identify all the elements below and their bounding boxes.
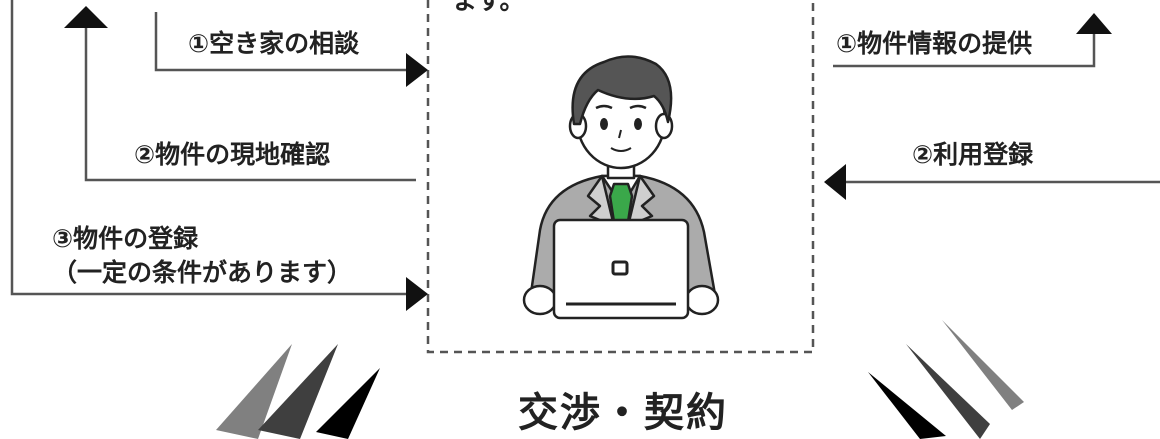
mouth <box>610 147 632 152</box>
info-up-arrow-head <box>1076 13 1112 34</box>
person-illustration <box>522 55 720 320</box>
left-outer-line <box>10 0 410 296</box>
flow-label-info: ①物件情報の提供 <box>836 29 1033 58</box>
brow-left <box>595 104 613 110</box>
consult-arrow-head <box>406 53 428 87</box>
flow-label-register: ③物件の登録 <box>52 224 199 253</box>
flow-label-register-note: （一定の条件があります） <box>52 258 353 287</box>
triangle-right-light <box>942 320 1024 410</box>
triangle-left-dark <box>316 368 380 439</box>
triangles-left <box>216 344 380 439</box>
triangle-right-dark <box>868 372 946 439</box>
eye-left <box>600 118 608 130</box>
hand-right <box>684 284 720 316</box>
flow-label-inspect: ②物件の現地確認 <box>134 140 331 169</box>
laptop <box>552 218 690 320</box>
triangle-left-mid <box>258 344 338 439</box>
triangles-right <box>868 320 1024 439</box>
lapel-right <box>626 174 656 228</box>
lapel-left <box>586 174 616 228</box>
info-line <box>833 30 1096 68</box>
bottom-title: 交渉・契約 <box>518 390 728 436</box>
triangle-left-light <box>216 344 292 439</box>
hand-left <box>522 284 558 316</box>
hair <box>571 55 673 126</box>
brow-right <box>629 104 647 110</box>
inspect-line <box>84 28 416 182</box>
laptop-logo <box>611 260 629 276</box>
top-partial-text: ます。 <box>452 0 525 15</box>
register-arrow-head <box>406 277 428 311</box>
dashed-box <box>426 0 815 354</box>
signup-arrow-head <box>824 164 846 200</box>
nose <box>618 129 622 139</box>
triangle-right-mid <box>906 344 990 439</box>
flow-label-signup: ②利用登録 <box>912 140 1034 169</box>
inspect-up-arrow-head <box>64 6 108 28</box>
consult-line <box>154 12 410 72</box>
eye-right <box>634 118 642 130</box>
flow-label-consult: ①空き家の相談 <box>188 29 360 58</box>
